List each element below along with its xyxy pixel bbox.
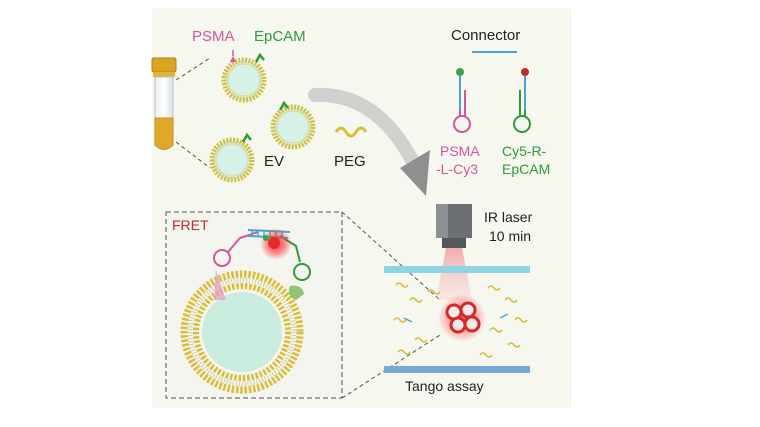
cy5-r-epcam-probe-icon	[513, 68, 531, 133]
curved-arrow-icon	[308, 87, 430, 196]
epcam-marker-icon	[278, 100, 289, 111]
extracellular-vesicle-icon	[270, 104, 316, 150]
ev-label: EV	[264, 153, 285, 170]
epcam-marker-icon	[254, 52, 265, 63]
extracellular-vesicle-icon	[180, 270, 304, 394]
epcam-marker-icon	[241, 132, 252, 143]
psma-receptor-icon	[214, 270, 226, 300]
zoom-line	[175, 57, 211, 81]
psma-aptamer-icon	[213, 249, 231, 267]
cy5-probe-label-line1: Cy5-R-	[502, 143, 547, 159]
bottom-slide	[384, 366, 530, 373]
zoom-line	[341, 211, 441, 301]
top-slide	[384, 266, 530, 273]
psma-label: PSMA	[192, 28, 235, 45]
ir-laser-label-line1: IR laser	[484, 209, 533, 225]
epcam-aptamer-icon	[293, 263, 311, 281]
laser-beam	[436, 248, 472, 300]
vesicle-aggregate-icon	[438, 294, 486, 342]
psma-l-cy3-probe-icon	[453, 68, 471, 133]
epcam-label: EpCAM	[254, 28, 306, 45]
psma-probe-label-line2: -L-Cy3	[436, 161, 479, 177]
cy5-probe-label-line2: EpCAM	[502, 161, 551, 177]
connector-label: Connector	[451, 27, 521, 44]
epcam-receptor-icon	[288, 285, 304, 300]
peg-squiggle-icon	[334, 126, 368, 138]
peg-molecules	[393, 282, 528, 358]
extracellular-vesicle-icon	[209, 137, 255, 183]
psma-probe-label-line1: PSMA	[440, 143, 480, 159]
zoom-line	[175, 141, 211, 169]
ir-laser-label-line2: 10 min	[489, 228, 532, 244]
sample-tube-icon	[151, 57, 177, 150]
tango-assay-label: Tango assay	[405, 378, 484, 394]
peg-label: PEG	[334, 153, 366, 170]
psma-marker-icon	[230, 56, 236, 62]
fret-label: FRET	[172, 217, 209, 233]
extracellular-vesicle-icon	[221, 57, 267, 103]
ir-laser-objective-icon	[436, 204, 472, 248]
